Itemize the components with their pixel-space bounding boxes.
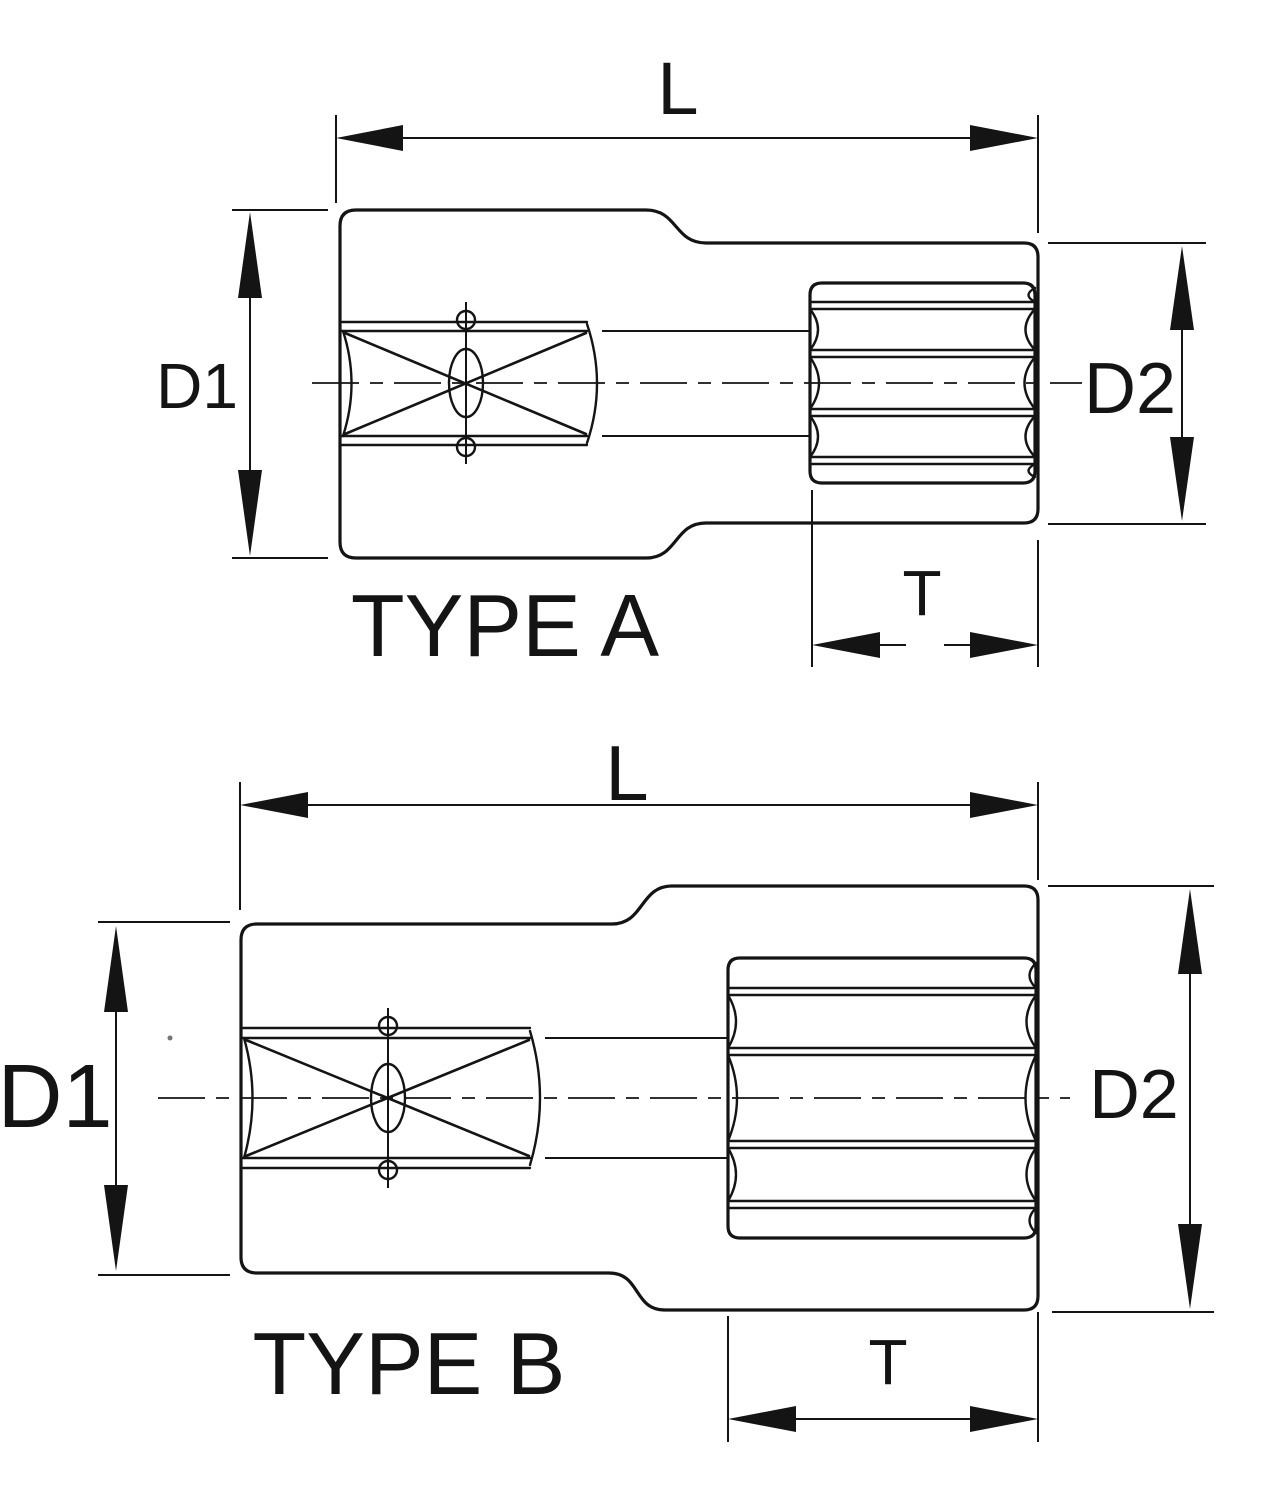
print-speck [167, 1035, 173, 1041]
dimension-length: L [335, 47, 1039, 233]
arrowhead-up [1170, 246, 1194, 330]
figure-caption-type-b: TYPE B [253, 1314, 566, 1413]
spline-head [726, 956, 1038, 1240]
arrowhead-right [970, 1406, 1038, 1432]
dimension-front-diameter: D1 [156, 209, 328, 559]
arrowhead-up [238, 212, 262, 298]
dimension-drive-diameter: D2 [1048, 885, 1214, 1313]
spline-right-scallops [1024, 961, 1038, 1235]
arrowhead-down [238, 470, 262, 556]
arrowhead-left [336, 125, 403, 151]
arrowhead-down [104, 1185, 128, 1271]
socket-outline [239, 884, 1040, 1312]
dim-label-d1-b: D1 [0, 1047, 113, 1147]
dim-label-length-a: L [657, 47, 698, 130]
arrowhead-right [970, 792, 1038, 818]
arrowhead-up [104, 926, 128, 1012]
arrowhead-right [970, 632, 1038, 658]
arrowhead-right [970, 125, 1038, 151]
arrowhead-down [1170, 437, 1194, 521]
arrowhead-left [812, 632, 880, 658]
dim-label-d1-a: D1 [156, 350, 238, 422]
figure-type-b: L D1 D2 T TYPE B [0, 729, 1214, 1442]
dimension-drive-depth: T [727, 1312, 1039, 1442]
arrowhead-left [240, 792, 308, 818]
socket-outline [338, 208, 1040, 560]
figure-caption-type-a: TYPE A [351, 576, 659, 675]
dim-label-length-b: L [605, 729, 648, 817]
dim-label-t-b: T [868, 1326, 907, 1398]
dimension-drive-diameter: D2 [1048, 242, 1206, 525]
hole-projection-lines [602, 330, 810, 437]
arrowhead-left [728, 1406, 796, 1432]
dim-label-t-a: T [902, 557, 941, 629]
arrowhead-down [1178, 1224, 1202, 1309]
dim-label-d2-b: D2 [1089, 1055, 1178, 1133]
spline-right-scallops [1023, 286, 1037, 479]
figure-type-a: L D1 D2 T TYPE A [156, 47, 1206, 675]
dimension-drive-depth: T [811, 490, 1039, 667]
hole-projection-lines [545, 1037, 728, 1159]
dimension-front-diameter: D1 [0, 921, 230, 1276]
dimension-length: L [239, 729, 1039, 910]
arrowhead-up [1178, 889, 1202, 974]
dim-label-d2-a: D2 [1084, 349, 1176, 429]
